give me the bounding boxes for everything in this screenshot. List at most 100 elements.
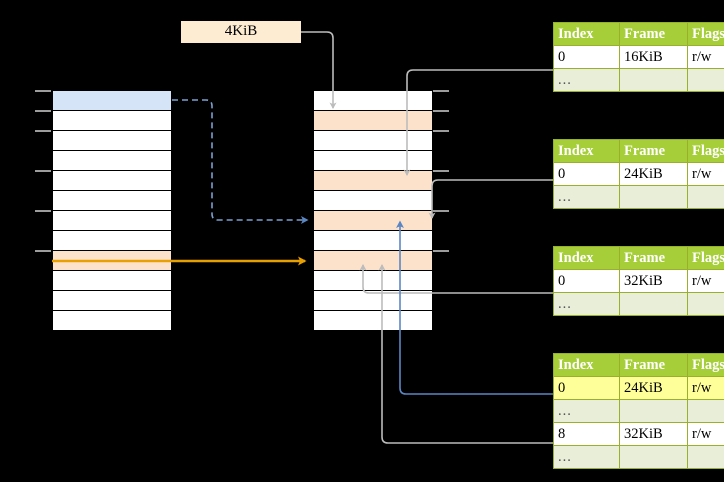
physical-memory-row	[313, 190, 433, 211]
cell-index: ...	[553, 399, 620, 423]
column-header-flags: Flags	[687, 353, 724, 377]
cell-flags: r/w	[687, 422, 724, 446]
cell-index: 8	[553, 422, 620, 446]
wire-virtual-page-to-frame	[172, 99, 309, 224]
column-header-index: Index	[553, 139, 620, 163]
column-header-frame: Frame	[619, 139, 688, 163]
table-row[interactable]: ...	[553, 292, 724, 316]
column-header-frame: Frame	[619, 353, 688, 377]
page-size-label: 4KiB	[181, 21, 301, 43]
cell-flags	[687, 185, 724, 209]
cell-frame: 24KiB	[619, 376, 688, 400]
table-row[interactable]: ...	[553, 68, 724, 92]
row-tick-mark	[35, 130, 51, 132]
physical-memory-row	[313, 170, 433, 191]
row-tick-mark	[35, 170, 51, 172]
physical-memory-row	[313, 230, 433, 251]
cell-frame: 16KiB	[619, 45, 688, 69]
row-tick-mark	[35, 90, 51, 92]
virtual-address-space-column	[35, 90, 172, 331]
cell-flags	[687, 445, 724, 469]
virtual-address-space-row	[52, 90, 172, 111]
physical-memory-row	[313, 290, 433, 311]
cell-frame: 24KiB	[619, 162, 688, 186]
table-row[interactable]: ...	[553, 399, 724, 423]
virtual-address-space-row	[52, 190, 172, 211]
cell-frame	[619, 445, 688, 469]
cell-index: ...	[553, 68, 620, 92]
cell-flags	[687, 292, 724, 316]
physical-memory-row	[313, 90, 433, 111]
virtual-address-space-row	[52, 210, 172, 231]
column-header-flags: Flags	[687, 139, 724, 163]
cell-flags: r/w	[687, 376, 724, 400]
cell-index: ...	[553, 292, 620, 316]
virtual-address-space-row	[52, 250, 172, 271]
cell-frame	[619, 399, 688, 423]
cell-flags: r/w	[687, 162, 724, 186]
cell-flags: r/w	[687, 45, 724, 69]
virtual-address-space-row	[52, 310, 172, 331]
cell-index: ...	[553, 185, 620, 209]
cell-index: 0	[553, 45, 620, 69]
cell-index: ...	[553, 445, 620, 469]
table-row[interactable]: ...	[553, 445, 724, 469]
physical-memory-row	[313, 150, 433, 171]
cell-frame	[619, 292, 688, 316]
cell-frame: 32KiB	[619, 269, 688, 293]
virtual-address-space-row	[52, 290, 172, 311]
virtual-address-space-row	[52, 150, 172, 171]
physical-memory-row	[313, 130, 433, 151]
row-tick-mark	[433, 110, 449, 112]
cell-frame: 32KiB	[619, 422, 688, 446]
physical-memory-row	[313, 270, 433, 291]
table-row[interactable]: ...	[553, 185, 724, 209]
row-tick-mark	[35, 110, 51, 112]
cell-flags: r/w	[687, 269, 724, 293]
physical-memory-row	[313, 250, 433, 271]
row-tick-mark	[433, 90, 449, 92]
physical-memory-row	[313, 310, 433, 331]
wire-table2-to-frame	[428, 179, 553, 219]
physical-memory-row	[313, 210, 433, 231]
row-tick-mark	[433, 250, 449, 252]
virtual-address-space-row	[52, 130, 172, 151]
cell-index: 0	[553, 376, 620, 400]
row-tick-mark	[35, 250, 51, 252]
cell-index: 0	[553, 162, 620, 186]
row-tick-mark	[433, 170, 449, 172]
column-header-flags: Flags	[687, 246, 724, 270]
cell-flags	[687, 68, 724, 92]
cell-index: 0	[553, 269, 620, 293]
column-header-index: Index	[553, 353, 620, 377]
virtual-address-space-row	[52, 170, 172, 191]
column-header-frame: Frame	[619, 246, 688, 270]
physical-memory-column	[313, 90, 449, 331]
cell-flags	[687, 399, 724, 423]
row-tick-mark	[433, 130, 449, 132]
cell-frame	[619, 185, 688, 209]
row-tick-mark	[35, 210, 51, 212]
virtual-address-space-row	[52, 110, 172, 131]
virtual-address-space-row	[52, 270, 172, 291]
row-tick-mark	[433, 210, 449, 212]
column-header-index: Index	[553, 246, 620, 270]
physical-memory-row	[313, 110, 433, 131]
virtual-address-space-row	[52, 230, 172, 251]
column-header-flags: Flags	[687, 22, 724, 46]
column-header-frame: Frame	[619, 22, 688, 46]
